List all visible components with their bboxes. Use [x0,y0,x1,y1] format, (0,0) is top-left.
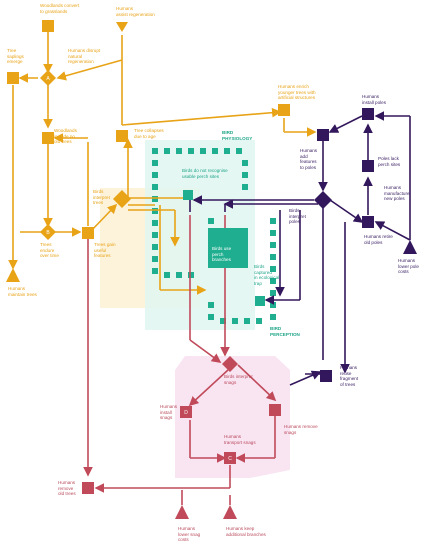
label-humans-reuse: Humans reuse fragment of trees [340,365,359,387]
orange-nodes [6,20,290,282]
label-birds-use-perch: Birds use perch branches [212,246,232,263]
node-trees-gain [82,227,94,239]
node-woodlands-convert [42,20,54,32]
label-humans-remove-old-trees: Humans remove old trees [58,480,76,497]
node-lower-pole-costs [403,240,417,254]
teal-nodes [183,190,265,306]
label-humans-lower-snag-costs: Humans lower snag costs [178,526,201,543]
label-birds-do-not-recognise: Birds do not recognise usable perch site… [182,168,228,179]
node-humans-retire-poles [362,216,374,228]
label-humans-lower-pole-costs: Humans lower pole costs [398,258,419,275]
label-birds-interpret-snags: Birds interpret snags [224,374,253,385]
node-lower-snag-costs [175,505,189,519]
red-links [83,215,277,505]
label-woodlands-include: Woodlands include no old trees [54,128,77,145]
node-humans-reuse [320,370,332,382]
label-humans-transport-snags: Humans transport snags [224,434,256,445]
node-humans-enrich [278,104,290,116]
letter-a: A [46,76,50,82]
node-b-diamond [40,224,56,240]
letter-c: C [228,456,232,462]
node-birds-do-not-recognise [183,190,193,200]
label-bird-perception: BIRD PERCEPTION [270,326,300,337]
node-c [224,452,236,464]
bird-physiology-box [152,148,248,278]
label-woodlands-convert: Woodlands convert to grasslands [40,3,80,14]
letter-b: B [46,230,50,236]
node-keep-branches [223,505,237,519]
bird-perception-box [208,218,276,324]
purple-links [189,111,411,386]
label-birds-interpret-poles: Birds interpret poles [289,208,306,225]
purple-nodes [314,108,417,382]
node-d [180,406,192,418]
letter-d: D [184,410,188,416]
node-humans-remove-snags [269,404,281,416]
label-humans-disrupt: Humans disrupt natural regeneration [68,48,101,65]
node-a-diamond [40,70,56,86]
label-humans-enrich: Humans enrich younger trees with artific… [278,84,316,101]
red-node-letters: D C [184,410,232,462]
red-nodes [82,356,281,519]
label-humans-add-features: Humans add features to poles [300,148,318,170]
label-trees-gain: Trees gain useful features [94,242,116,259]
node-birds-captured [255,296,265,306]
node-poles-lack-perch [362,160,374,172]
label-humans-manufacture: Humans manufacture new poles [384,185,410,202]
node-birds-use-perch [208,228,248,268]
node-humans-remove-old-trees [82,482,94,494]
label-bird-physiology: BIRD PHYSIOLOGY [222,130,253,141]
node-tree-collapses [116,130,128,142]
label-humans-retire-poles: Humans retire old poles [364,234,393,245]
node-birds-interpret-snags [222,356,238,372]
node-birds-interpret-trees [113,190,131,208]
label-birds-interpret-trees: Birds interpret trees [93,189,110,206]
label-humans-install-poles: Humans install poles [362,94,387,105]
label-tree-saplings: Tree saplings emerge [7,48,24,65]
label-birds-captured: Birds captured in ecological trap [254,264,280,286]
node-humans-install-poles [362,108,374,120]
label-humans-install-snags: Humans install snags [160,404,178,421]
orange-links [8,26,317,295]
label-tree-collapses: Tree collapses due to age [134,128,164,139]
label-humans-remove-snags: Humans remove snags [284,424,318,435]
label-trees-endure: Trees endure over time [40,242,59,259]
label-humans-maintain: Humans maintain trees [8,286,37,297]
label-humans-keep-branches: Humans keep additional branches [226,526,266,537]
node-tree-saplings [7,72,19,84]
label-humans-assist-regen: Humans assist regeneration [116,6,155,17]
node-humans-assist-regen [116,22,128,32]
node-woodlands-include [42,132,54,144]
node-humans-add-features [317,129,329,141]
orange-node-letters: A B [46,76,50,236]
label-poles-lack-perch: Poles lack perch sites [378,156,401,167]
node-humans-maintain [6,268,20,282]
node-birds-interpret-poles [314,191,332,209]
